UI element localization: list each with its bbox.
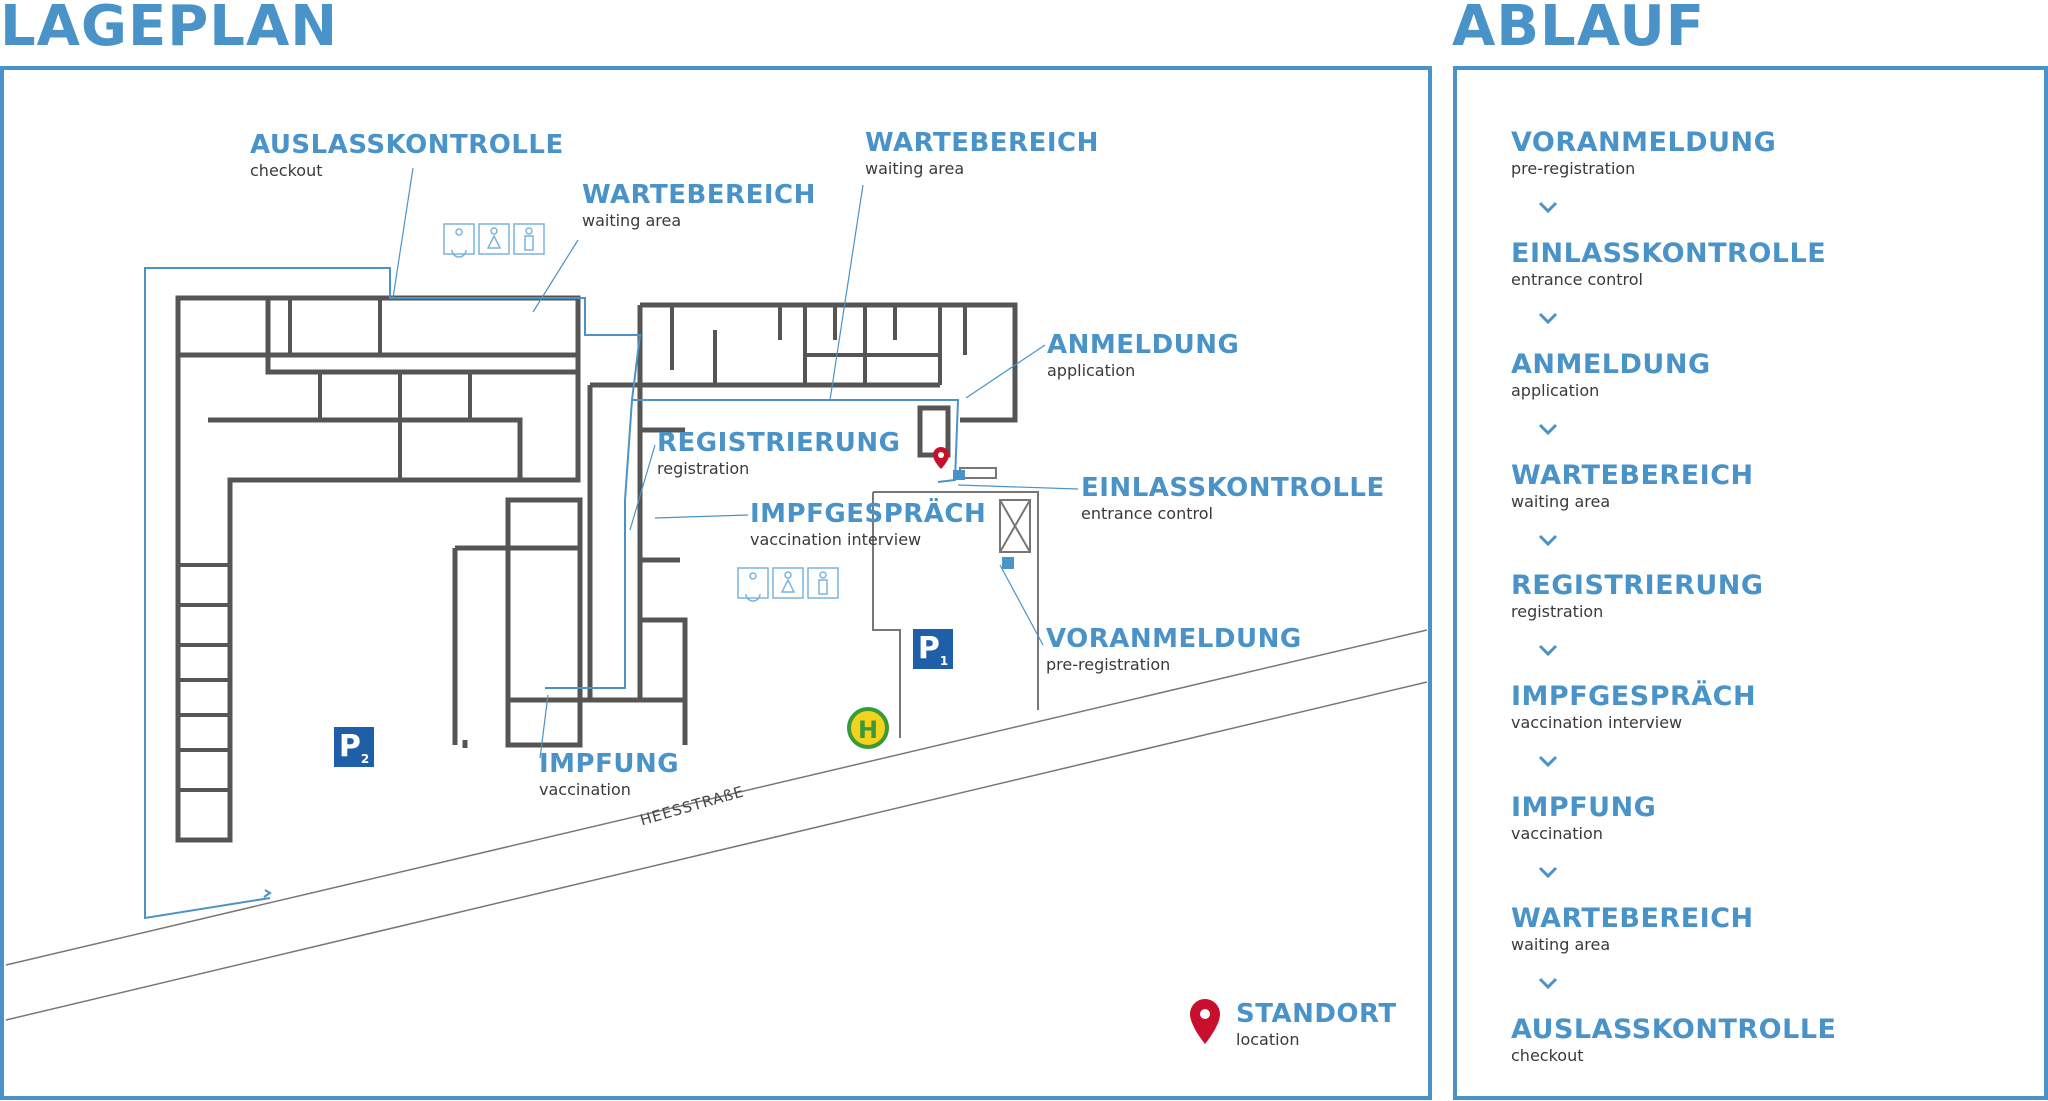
entrance-marker: [953, 470, 965, 480]
wheelchair-icon: [443, 223, 475, 255]
visitor-route: [144, 267, 960, 920]
chevron-down-icon: [1538, 423, 1558, 436]
map-heading: LAGEPLAN: [0, 0, 339, 59]
chevron-down-icon: [1538, 534, 1558, 547]
parking-p1-icon: P1: [913, 629, 953, 669]
site-plan-drawing: H: [5, 167, 1428, 1044]
flow-heading: ABLAUF: [1452, 0, 1706, 59]
svg-text:H: H: [858, 716, 878, 744]
bus-stop-icon: H: [847, 707, 889, 749]
leader-lines: [392, 167, 1079, 759]
building-outlines: [175, 295, 1018, 843]
female-icon: [478, 223, 510, 255]
site-map-panel: [0, 66, 1432, 1100]
parking-p2-icon: P2: [334, 727, 374, 767]
toilet-icons-top: [443, 223, 545, 258]
toilet-icons-middle: [737, 567, 839, 602]
location-pin-icon: [933, 447, 949, 469]
male-icon: [513, 223, 545, 255]
chevron-down-icon: [1538, 312, 1558, 325]
chevron-down-icon: [1538, 755, 1558, 768]
entrance-area: [872, 467, 1039, 738]
legend-pin-icon: [1190, 999, 1220, 1044]
chevron-down-icon: [1538, 866, 1558, 879]
preregistration-marker: [1002, 557, 1014, 569]
chevron-down-icon: [1538, 977, 1558, 990]
street-lines: [5, 629, 1428, 1021]
chevron-down-icon: [1538, 644, 1558, 657]
process-flow-panel: [1453, 66, 2048, 1100]
chevron-down-icon: [1538, 201, 1558, 214]
